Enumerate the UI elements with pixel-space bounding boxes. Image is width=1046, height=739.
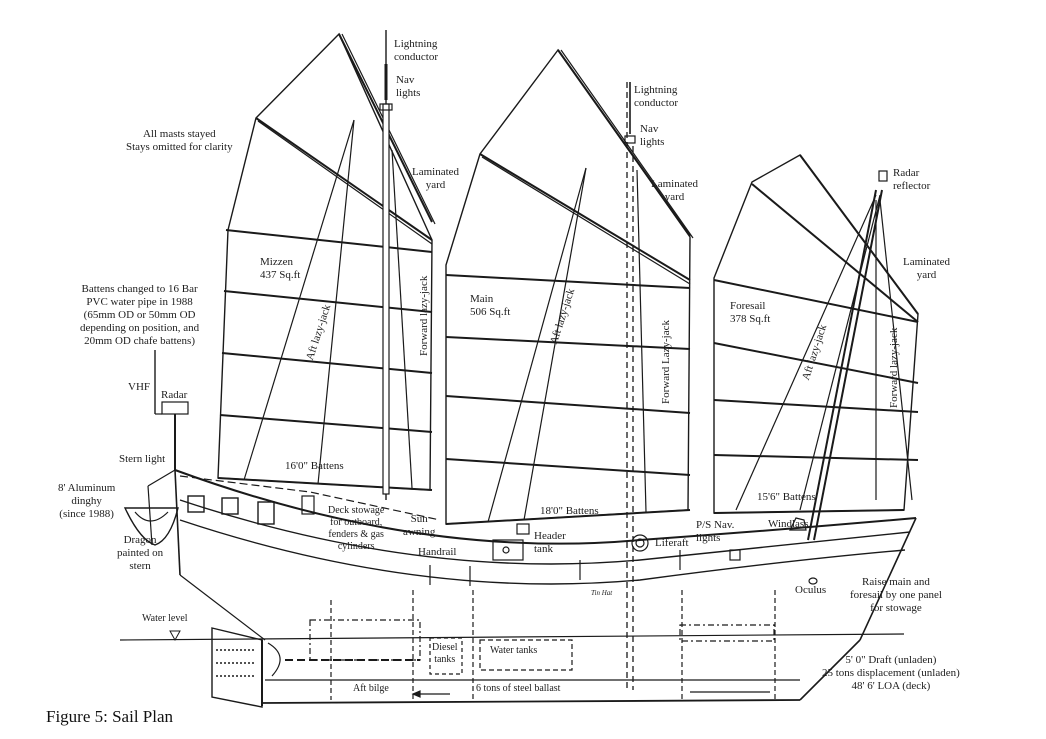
- foresail-forward-lazy-jack-label: Forward lazy-jack: [888, 327, 900, 408]
- foresail-battens-label: 15'6" Battens: [757, 491, 816, 503]
- sun-awning-label: Sun awning: [403, 513, 436, 538]
- main-name-label: Main: [470, 293, 494, 305]
- foresail-area-label: 378 Sq.ft: [730, 313, 771, 325]
- dinghy-label: 8' Aluminum dinghy (since 1988): [58, 482, 116, 520]
- specs-note: 5' 0" Draft (unladen) 25 tons displaceme…: [822, 654, 960, 692]
- water-level-label: Water level: [142, 613, 188, 624]
- stays-note: All masts stayed Stays omitted for clari…: [126, 128, 233, 153]
- mizzen-lightning-conductor-label: Lightning conductor: [394, 38, 438, 63]
- main-lightning-conductor-label: Lightning conductor: [634, 84, 678, 109]
- main-nav-lights-label: Nav lights: [640, 123, 665, 148]
- aft-bilge-label: Aft bilge: [353, 683, 389, 694]
- stern-light-label: Stern light: [119, 453, 166, 465]
- vhf-label: VHF: [128, 381, 151, 393]
- handrail-label: Handrail: [418, 546, 457, 558]
- fore-yard-label: Laminated yard: [903, 256, 951, 281]
- mizzen-name-label: Mizzen: [260, 256, 293, 268]
- header-tank-label: Header tank: [534, 530, 566, 555]
- radar-reflector-label: Radar reflector: [893, 167, 931, 192]
- main-yard-label: Laminated yard: [651, 178, 699, 203]
- water-tanks-label: Water tanks: [490, 645, 538, 656]
- stern-fittings: [123, 350, 189, 546]
- mizzen-nav-lights-label: Nav lights: [396, 74, 421, 99]
- underwater: [119, 590, 905, 708]
- dragon-label: Dragon painted on stern: [117, 534, 164, 572]
- hull: [174, 469, 917, 706]
- radar-label: Radar: [161, 389, 188, 401]
- deck-stowage-label: Deck stowage for outboard, fenders & gas…: [328, 505, 385, 552]
- figure-caption: Figure 5: Sail Plan: [46, 707, 174, 726]
- mizzen-sail: [217, 30, 436, 500]
- foresail: [713, 154, 919, 541]
- liferaft-label: Liferaft: [655, 537, 689, 549]
- ps-nav-lights-label: P/S Nav. lights: [696, 519, 735, 544]
- foresail-name-label: Foresail: [730, 300, 766, 312]
- battens-note: Battens changed to 16 Bar PVC water pipe…: [80, 283, 200, 347]
- oculus-label: Oculus: [795, 584, 827, 596]
- tin-hat-label: Tin Hat: [591, 589, 613, 597]
- mizzen-battens-label: 16'0" Battens: [285, 460, 344, 472]
- main-area-label: 506 Sq.ft: [470, 306, 511, 318]
- windlass-label: Windlass: [768, 518, 809, 530]
- main-battens-label: 18'0" Battens: [540, 505, 599, 517]
- mizzen-yard-label: Laminated yard: [412, 166, 460, 191]
- raise-sails-note: Raise main and foresail by one panel for…: [850, 576, 942, 614]
- main-forward-lazy-jack-label: Forward Lazy-jack: [660, 320, 672, 404]
- diesel-tanks-label: Diesel tanks: [432, 642, 458, 665]
- main-sail: [445, 48, 694, 690]
- mizzen-area-label: 437 Sq.ft: [260, 269, 301, 281]
- steel-ballast-label: 6 tons of steel ballast: [476, 683, 561, 694]
- mizzen-forward-lazy-jack-label: Forward lazy-jack: [418, 275, 430, 356]
